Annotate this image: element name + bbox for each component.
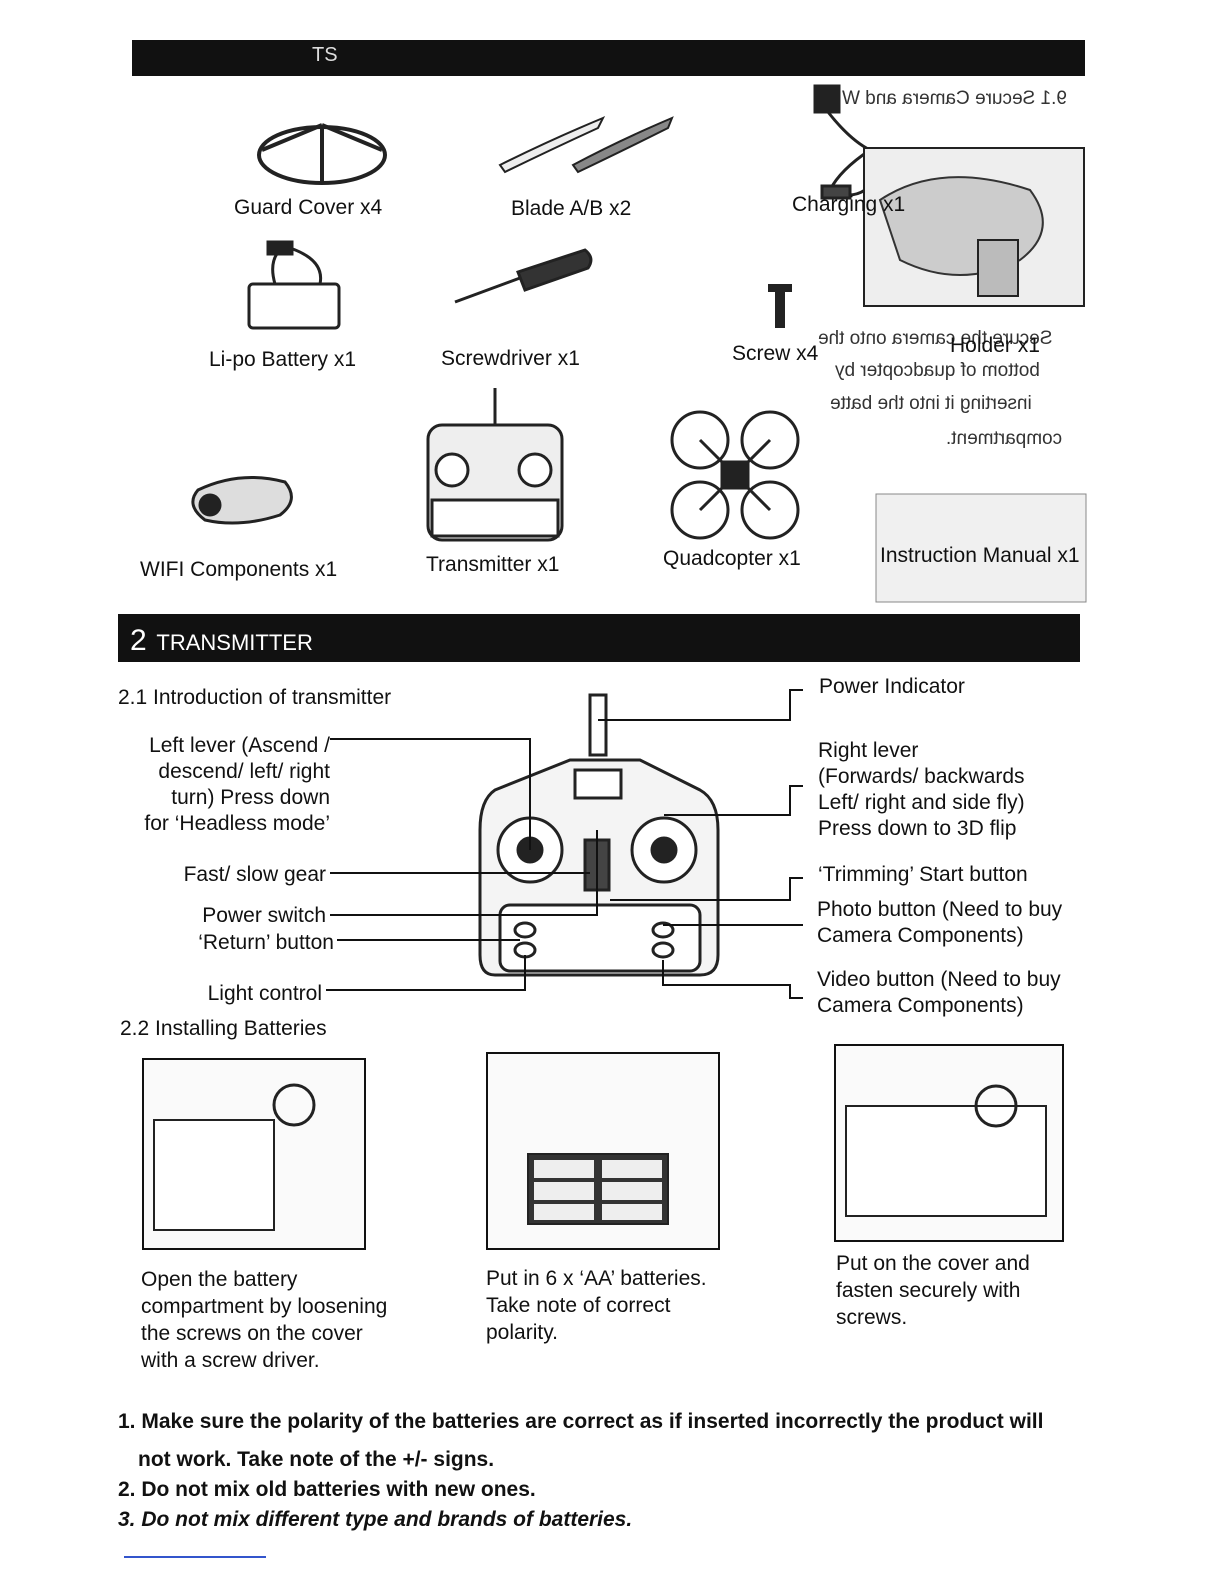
rotate-arrow-icon (974, 1084, 1018, 1128)
callout-fast-slow-gear: Fast/ slow gear (183, 863, 326, 886)
note-3: 3. Do not mix different type and brands … (118, 1508, 633, 1531)
transmitter-icon (426, 388, 564, 542)
step-caption-3: Put on the cover and fasten securely wit… (836, 1252, 1030, 1329)
section-number: 2 (130, 624, 147, 657)
callout-photo-button: Photo button (Need to buy Camera Compone… (817, 898, 1063, 947)
screw-icon (768, 284, 792, 328)
charging-cable-icon (813, 84, 873, 200)
section-header-text: TS (312, 44, 338, 66)
screwdriver-icon (454, 248, 593, 304)
callout-power-indicator: Power Indicator (819, 675, 965, 698)
note-1-continued: not work. Take note of the +/- signs. (138, 1448, 495, 1471)
callout-trimming-button: ‘Trimming’ Start button (818, 863, 1028, 886)
transmitter-diagram (478, 693, 720, 977)
callout-return-button: ‘Return’ button (198, 931, 334, 954)
part-label-wifi: WIFI Components x1 (140, 558, 338, 581)
callout-power-switch: Power switch (202, 904, 326, 927)
intro-heading: 2.1 Introduction of transmitter (118, 686, 392, 709)
callout-light-control: Light control (207, 982, 322, 1005)
leader-lines (326, 689, 803, 999)
step-caption-1: Open the battery compartment by loosenin… (141, 1268, 388, 1372)
part-label-transmitter: Transmitter x1 (426, 553, 560, 576)
callout-video-button: Video button (Need to buy Camera Compone… (817, 968, 1061, 1017)
step-image-close-cover (834, 1044, 1064, 1242)
note-2: 2. Do not mix old batteries with new one… (118, 1478, 536, 1501)
step-image-insert-batteries (486, 1052, 720, 1250)
part-label-charging: Charging x1 (792, 193, 906, 216)
part-label-quadcopter: Quadcopter x1 (663, 547, 801, 570)
callout-left-lever: Left lever (Ascend / descend/ left/ righ… (144, 734, 330, 835)
part-label-screwdriver: Screwdriver x1 (441, 347, 580, 370)
step-image-open-cover (142, 1058, 366, 1250)
battery-icon (247, 240, 341, 330)
batteries-heading: 2.2 Installing Batteries (120, 1017, 327, 1040)
part-label-blade: Blade A/B x2 (511, 197, 632, 220)
part-label-battery: Li-po Battery x1 (209, 348, 357, 371)
footer-rule (124, 1556, 266, 1558)
part-label-screw: Screw x4 (732, 342, 819, 365)
step-caption-2: Put in 6 x ‘AA’ batteries. Take note of … (486, 1267, 707, 1344)
part-label-guard-cover: Guard Cover x4 (234, 196, 383, 219)
rotate-arrow-icon (272, 1083, 316, 1127)
quadcopter-icon (670, 410, 800, 540)
section-header-bar-transmitter: 2 TRANSMITTER (118, 614, 1080, 662)
wifi-camera-icon (191, 476, 293, 525)
note-1: 1. Make sure the polarity of the batteri… (118, 1410, 1044, 1433)
section-title: 2 TRANSMITTER (130, 624, 313, 657)
guard-cover-icon (257, 123, 387, 185)
part-label-holder: Holder x1 (950, 334, 1040, 357)
section-header-bar-parts: TS (132, 40, 1085, 76)
part-label-manual: Instruction Manual x1 (880, 544, 1080, 567)
manual-icon (875, 493, 1087, 603)
blade-icon (498, 116, 674, 174)
callout-right-lever: Right lever (Forwards/ backwards Left/ r… (818, 739, 1025, 840)
